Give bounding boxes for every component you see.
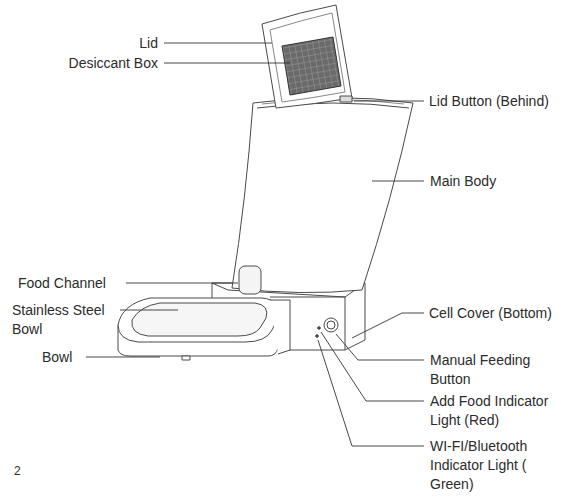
manual-feeding-button-inner xyxy=(327,321,335,329)
part-label: Bowl xyxy=(42,348,86,367)
main-body xyxy=(232,98,413,293)
lid-inner xyxy=(270,13,345,102)
part-label: Add Food Indicator Light (Red) xyxy=(430,392,570,430)
leader-line xyxy=(336,334,424,360)
part-label: Lid Button (Behind) xyxy=(429,92,573,111)
leader-line xyxy=(86,357,160,358)
part-label: WI-FI/Bluetooth Indicator Light ( Green) xyxy=(430,437,558,494)
part-label: Desiccant Box xyxy=(30,54,158,73)
part-label: Main Body xyxy=(430,172,560,191)
part-label: Manual Feeding Button xyxy=(430,351,554,389)
leader-line xyxy=(120,310,178,311)
leader-line xyxy=(321,332,424,401)
desiccant-box xyxy=(282,37,341,95)
leader-line xyxy=(126,283,238,284)
part-label: Lid xyxy=(100,34,158,53)
page-number: 2 xyxy=(14,462,34,481)
part-label: Stainless Steel Bowl xyxy=(12,301,112,339)
leader-line xyxy=(352,313,424,338)
bowl-mount xyxy=(270,300,290,354)
part-label: Food Channel xyxy=(18,274,124,293)
leader-line xyxy=(372,181,424,182)
leader-line xyxy=(318,340,424,446)
leader-line xyxy=(164,63,290,64)
red-indicator-light xyxy=(318,327,321,330)
part-label: Cell Cover (Bottom) xyxy=(429,304,573,323)
food-channel xyxy=(239,266,261,294)
bowl-top xyxy=(118,298,279,342)
lid-button xyxy=(340,96,352,102)
leader-line xyxy=(354,101,424,102)
steel-bowl xyxy=(132,303,267,336)
leader-line xyxy=(164,43,272,44)
bowl-foot xyxy=(182,356,190,360)
manual-feeding-button xyxy=(324,318,338,332)
lid xyxy=(262,5,352,108)
green-indicator-light xyxy=(316,335,319,338)
